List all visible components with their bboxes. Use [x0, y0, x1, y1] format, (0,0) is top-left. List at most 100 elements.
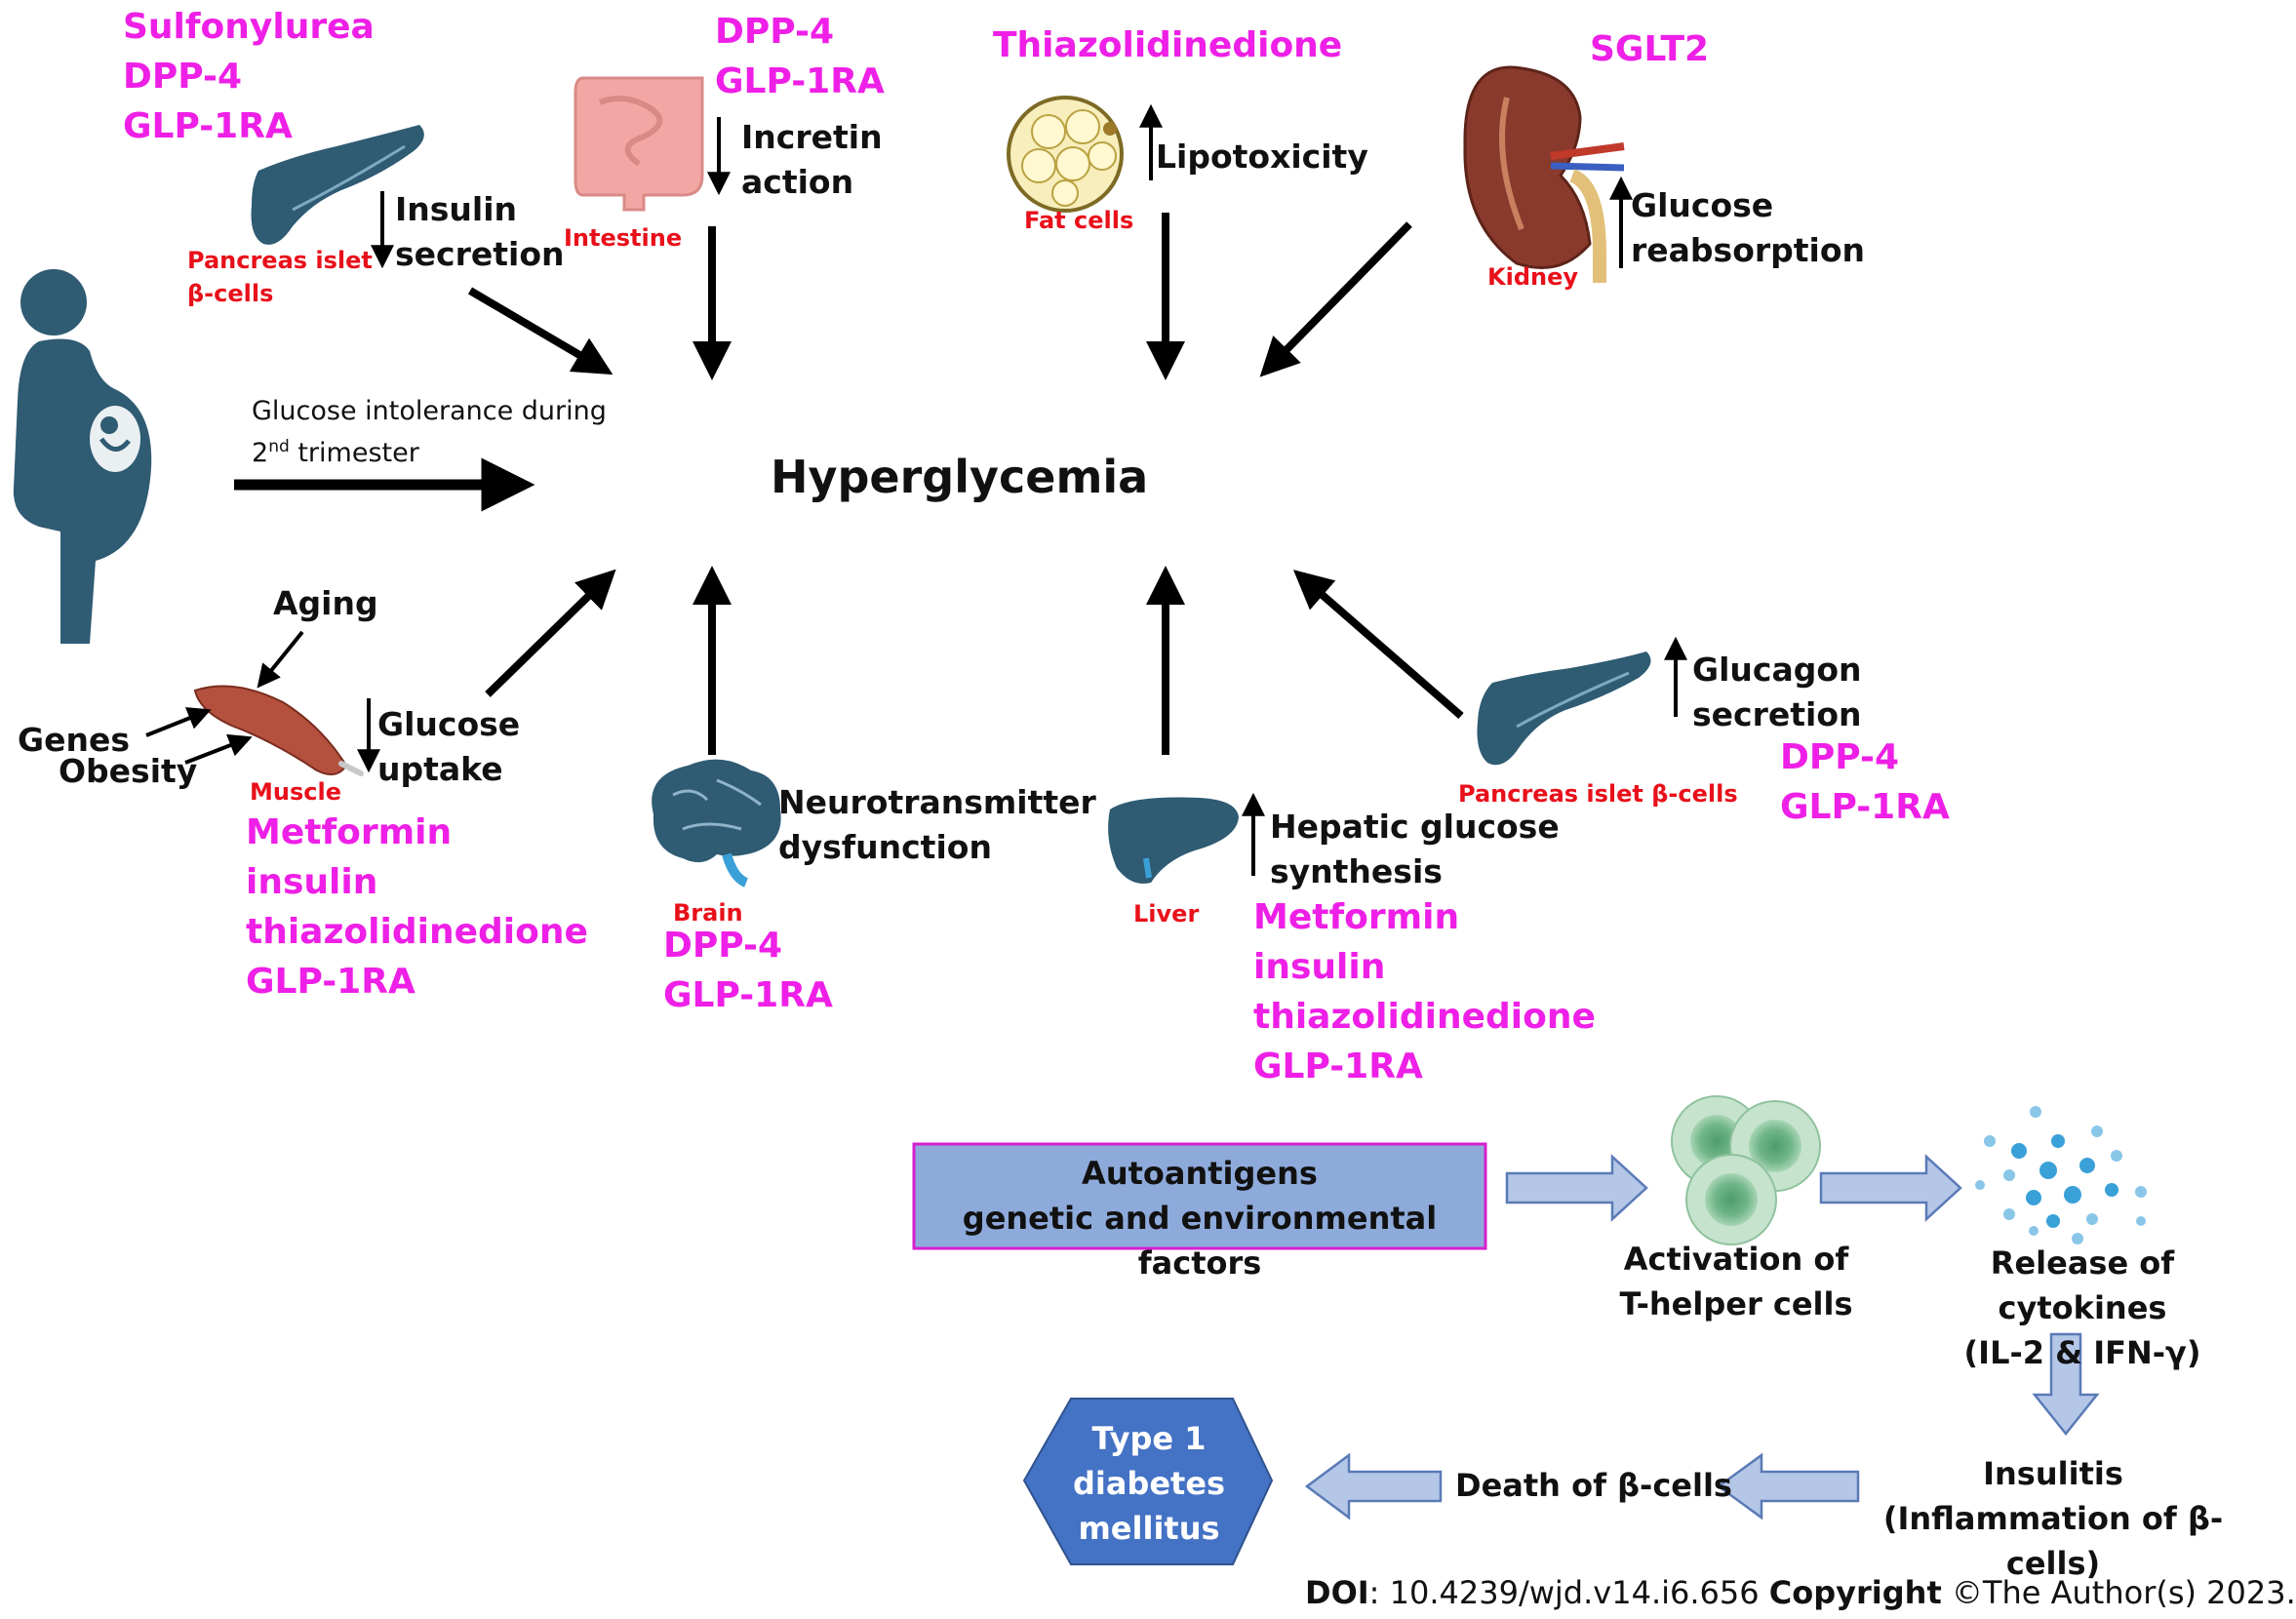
outcome-line: mellitus: [1078, 1510, 1220, 1547]
drug-list-pancreas: Sulfonylurea DPP-4 GLP-1RA: [123, 2, 375, 151]
organ-label-brain: Brain: [673, 899, 743, 927]
effect-incretin-action: Incretin action: [741, 115, 883, 205]
effect-line: Glucagon: [1692, 651, 1862, 689]
effect-glucose-reabsorption: Glucose reabsorption: [1631, 183, 1865, 273]
footer-citation: DOI: 10.4239/wjd.v14.i6.656 Copyright ©T…: [1305, 1574, 2296, 1611]
release-cytokines-text: Release of cytokines (IL-2 & IFN-γ): [1912, 1241, 2253, 1375]
organ-label-fat: Fat cells: [1024, 207, 1134, 234]
activation-t-helper-text: Activation of T-helper cells: [1600, 1237, 1873, 1326]
effect-line: reabsorption: [1631, 231, 1866, 269]
factor-obesity: Obesity: [59, 752, 198, 790]
effect-lipotoxicity: Lipotoxicity: [1156, 138, 1368, 176]
drug-list-brain: DPP-4 GLP-1RA: [663, 921, 833, 1020]
drug-label: thiazolidinedione: [246, 912, 588, 952]
drug-label: GLP-1RA: [246, 962, 416, 1002]
effect-arrows: [357, 103, 1687, 876]
effect-glucose-uptake: Glucose uptake: [377, 702, 520, 792]
drug-label: GLP-1RA: [1253, 1046, 1423, 1086]
effect-neurotransmitter: Neurotransmitter dysfunction: [778, 780, 1096, 870]
effect-line: Neurotransmitter: [778, 783, 1096, 821]
hyperglycemia-arrows: [234, 213, 1464, 755]
fat-cells-icon: [1007, 96, 1124, 213]
t-helper-cells-icon: [1671, 1095, 1821, 1245]
drug-label: DPP-4: [663, 926, 783, 966]
drug-list-pancreas-beta: DPP-4 GLP-1RA: [1780, 732, 1950, 832]
trimester-text: trimester: [289, 438, 419, 468]
pathway-line: Release of cytokines: [1990, 1244, 2175, 1326]
drug-label: insulin: [246, 862, 378, 902]
effect-line: synthesis: [1270, 852, 1443, 890]
pathway-line: Activation of: [1623, 1241, 1849, 1278]
effect-line: Insulin: [395, 190, 518, 228]
pancreas-icon: [251, 125, 424, 245]
drug-label: insulin: [1253, 947, 1386, 987]
kidney-icon: [1463, 65, 1625, 283]
organ-label-kidney: Kidney: [1487, 263, 1579, 291]
copyright-label: Copyright: [1768, 1574, 1942, 1611]
cytokines-icon: [1975, 1106, 2147, 1244]
autoantigens-box: [912, 1142, 1487, 1250]
muscle-factor-arrows: [145, 630, 304, 765]
drug-label: thiazolidinedione: [1253, 997, 1596, 1037]
doi-value: : 10.4239/wjd.v14.i6.656: [1368, 1574, 1769, 1611]
box-line: genetic and environmental factors: [962, 1200, 1438, 1282]
effect-glucagon-secretion: Glucagon secretion: [1692, 648, 1862, 737]
pregnancy-line: Glucose intolerance during: [252, 396, 607, 426]
organ-label-line: β-cells: [187, 280, 274, 307]
organ-label-line: Pancreas islet: [187, 247, 373, 274]
drug-label: GLP-1RA: [715, 61, 885, 101]
type1-diabetes-text: Type 1 diabetes mellitus: [1034, 1416, 1264, 1551]
drug-label: GLP-1RA: [663, 975, 833, 1015]
effect-line: secretion: [395, 235, 565, 273]
factor-genes: Genes: [18, 721, 130, 759]
pancreas-icon: [1477, 652, 1651, 766]
organ-label-pancreas: Pancreas islet β-cells: [187, 244, 373, 310]
factor-aging: Aging: [273, 584, 378, 622]
pathway-block-arrows: [1304, 1154, 2100, 1520]
effect-line: Incretin: [741, 118, 883, 156]
pathway-line: Insulitis: [1983, 1455, 2123, 1492]
effect-line: Glucose: [1631, 186, 1774, 224]
type1-diabetes-hexagon: [1022, 1398, 1274, 1565]
drug-label: DPP-4: [1780, 737, 1900, 777]
drug-list-liver: Metformin insulin thiazolidinedione GLP-…: [1253, 892, 1596, 1091]
death-beta-cells-text: Death of β-cells: [1455, 1467, 1732, 1504]
effect-line: secretion: [1692, 695, 1862, 733]
organ-label-muscle: Muscle: [250, 778, 341, 806]
drug-list-intestine: DPP-4 GLP-1RA: [715, 7, 885, 106]
effect-line: Glucose: [377, 705, 521, 743]
effect-line: Hepatic glucose: [1270, 808, 1560, 846]
box-line: Autoantigens: [1082, 1155, 1318, 1192]
autoantigens-text: Autoantigens genetic and environmental f…: [914, 1151, 1485, 1285]
drug-label: SGLT2: [1590, 29, 1710, 69]
ordinal-suffix: nd: [268, 437, 290, 456]
pathway-line: (IL-2 & IFN-γ): [1963, 1334, 2201, 1371]
pregnancy-glucose-intolerance: Glucose intolerance during 2nd trimester: [252, 394, 607, 471]
effect-line: action: [741, 163, 854, 201]
drug-list-kidney: SGLT2: [1590, 24, 1709, 74]
effect-hepatic-glucose: Hepatic glucose synthesis: [1270, 805, 1560, 894]
ordinal-number: 2: [252, 438, 269, 468]
drug-label: DPP-4: [123, 57, 243, 97]
insulitis-text: Insulitis (Inflammation of β-cells): [1853, 1451, 2253, 1586]
organ-label-pancreas-beta: Pancreas islet β-cells: [1458, 780, 1738, 808]
pathway-line: T-helper cells: [1619, 1285, 1853, 1323]
drug-label: Metformin: [1253, 897, 1460, 937]
pregnant-woman-icon: [13, 269, 152, 644]
liver-icon: [1108, 797, 1239, 884]
outcome-line: Type 1: [1091, 1420, 1207, 1457]
outcome-line: diabetes: [1072, 1465, 1226, 1502]
drug-list-muscle: Metformin insulin thiazolidinedione GLP-…: [246, 808, 588, 1007]
hyperglycemia-title: Hyperglycemia: [771, 451, 1149, 503]
pathway-line: (Inflammation of β-cells): [1882, 1500, 2224, 1582]
drug-label: GLP-1RA: [123, 106, 293, 146]
muscle-icon: [193, 685, 364, 776]
copyright-value: ©The Author(s) 2023.: [1941, 1574, 2296, 1611]
drug-label: DPP-4: [715, 12, 835, 52]
organ-label-intestine: Intestine: [564, 224, 683, 252]
intestine-icon: [574, 76, 704, 212]
drug-label: Metformin: [246, 812, 453, 852]
drug-list-fat: Thiazolidinedione: [993, 20, 1342, 70]
drug-label: Sulfonylurea: [123, 7, 375, 47]
